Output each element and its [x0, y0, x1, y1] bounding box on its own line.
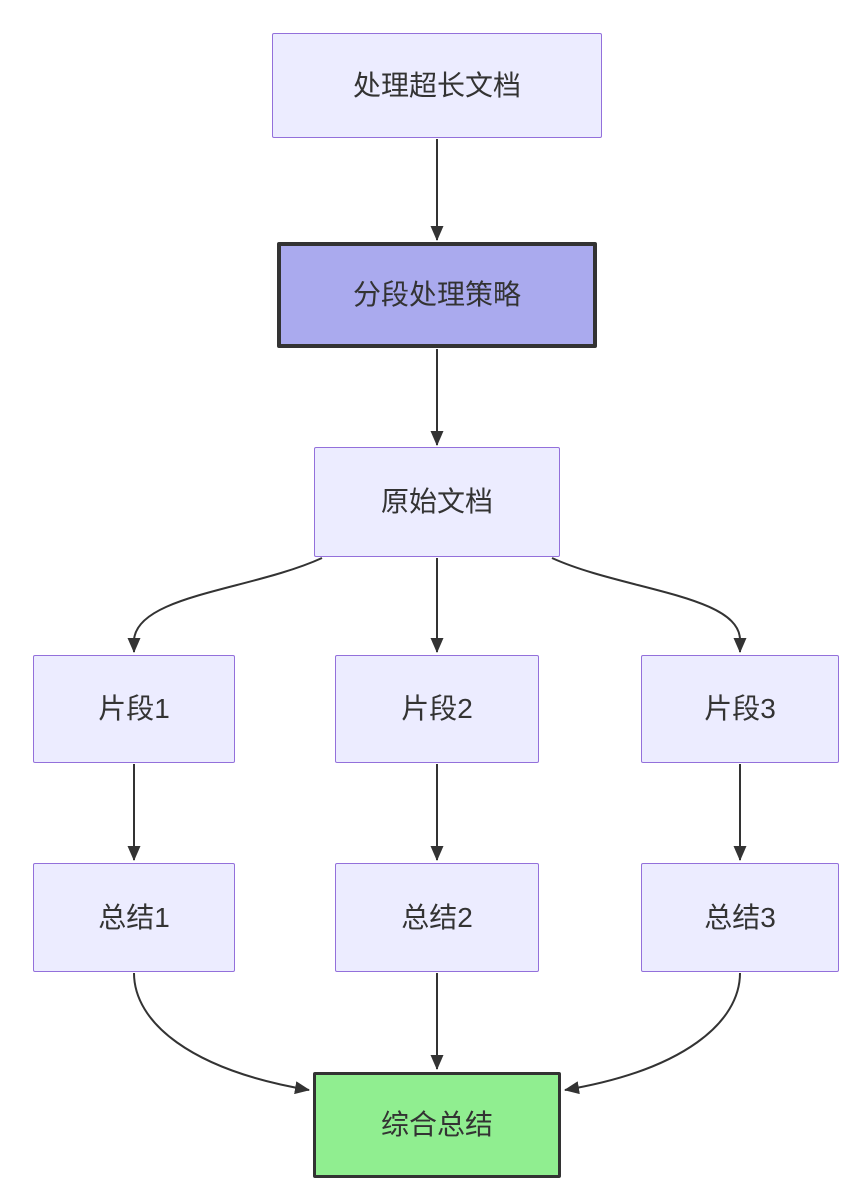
edge-n7-n10	[133, 972, 310, 1095]
node-label: 片段3	[704, 693, 776, 725]
node-summary-3: 总结3	[641, 863, 839, 972]
edge-n3-n6	[551, 557, 747, 653]
node-label: 片段2	[401, 693, 473, 725]
node-segmentation-strategy: 分段处理策略	[277, 242, 597, 348]
node-combined-summary: 综合总结	[313, 1072, 561, 1178]
node-summary-1: 总结1	[33, 863, 235, 972]
node-label: 总结2	[401, 901, 473, 933]
node-summary-2: 总结2	[335, 863, 539, 972]
edge-n3-n4	[127, 557, 323, 653]
node-fragment-1: 片段1	[33, 655, 235, 763]
node-fragment-3: 片段3	[641, 655, 839, 763]
node-label: 综合总结	[380, 1109, 493, 1141]
node-original-document: 原始文档	[314, 447, 560, 557]
node-label: 分段处理策略	[352, 279, 521, 311]
node-label: 总结3	[704, 901, 776, 933]
node-process-long-document: 处理超长文档	[272, 33, 602, 138]
node-label: 原始文档	[380, 486, 493, 518]
node-label: 片段1	[98, 693, 170, 725]
node-label: 总结1	[98, 901, 170, 933]
node-label: 处理超长文档	[352, 69, 521, 101]
edge-n9-n10	[564, 972, 741, 1095]
node-fragment-2: 片段2	[335, 655, 539, 763]
